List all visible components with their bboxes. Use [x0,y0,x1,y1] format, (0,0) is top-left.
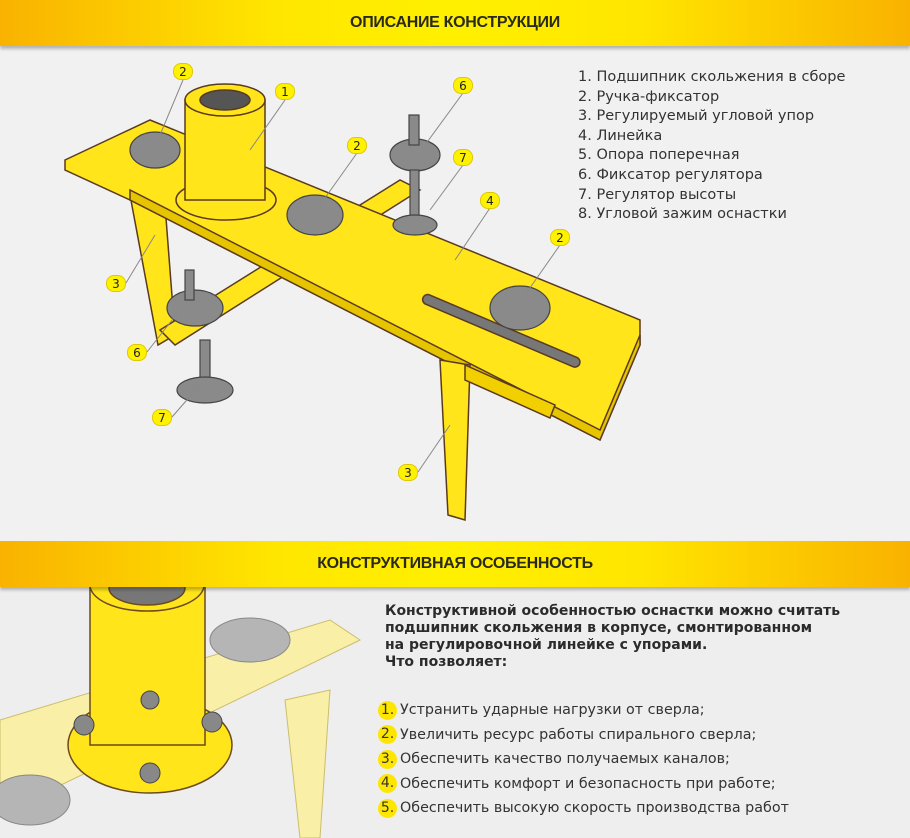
callout-1: 1 [275,83,295,100]
benefit-item: 3.Обеспечить качество получаемых каналов… [378,747,789,772]
benefit-item: 5.Обеспечить высокую скорость производст… [378,796,789,821]
callout-2: 2 [550,229,570,246]
desc-line: на регулировочной линейке с упорами. [385,637,708,653]
legend-item: 7. Регулятор высоты [578,186,737,203]
benefit-text: Устранить ударные нагрузки от сверла; [400,702,705,718]
legend-item: 8. Угловой зажим оснастки [578,206,787,223]
benefit-number: 1. [378,700,397,720]
parts-legend: 1. Подшипник скольжения в сборе 2. Ручка… [578,68,845,225]
callout-6: 6 [127,344,147,361]
callout-7: 7 [152,409,172,426]
callout-4: 4 [480,192,500,209]
feature-description: Конструктивной особенностью оснастки мож… [385,603,840,671]
jig-diagram [64,79,641,521]
section-header-description: ОПИСАНИЕ КОНСТРУКЦИИ [0,0,910,46]
benefit-text: Обеспечить высокую скорость производства… [400,800,789,816]
legend-item: 2. Ручка-фиксатор [578,88,720,105]
callout-2: 2 [173,63,193,80]
legend-item: 3. Регулируемый угловой упор [578,108,815,125]
benefit-number: 3. [378,749,397,769]
benefit-number: 4. [378,774,397,794]
knobs [129,114,551,404]
benefit-number: 2. [378,725,397,745]
benefit-text: Увеличить ресурс работы спирального свер… [400,726,757,743]
callout-6: 6 [453,77,473,94]
callout-3: 3 [106,275,126,292]
benefit-item: 2.Увеличить ресурс работы спирального св… [378,723,789,748]
callout-7: 7 [453,149,473,166]
desc-line: Конструктивной особенностью оснастки мож… [385,603,841,619]
benefit-item: 1.Устранить ударные нагрузки от сверла; [378,698,789,723]
callout-2: 2 [347,137,367,154]
leader-lines [125,79,561,473]
callout-3: 3 [398,464,418,481]
benefit-item: 4.Обеспечить комфорт и безопасность при … [378,772,789,797]
desc-line: подшипник скольжения в корпусе, смонтиро… [385,620,813,636]
legend-item: 4. Линейка [578,127,663,144]
section-header-feature: КОНСТРУКТИВНАЯ ОСОБЕННОСТЬ [0,541,910,587]
benefit-number: 5. [378,798,397,818]
benefit-text: Обеспечить качество получаемых каналов; [400,751,730,767]
benefit-text: Обеспечить комфорт и безопасность при ра… [400,775,776,792]
legend-item: 1. Подшипник скольжения в сборе [578,69,846,85]
benefits-list: 1.Устранить ударные нагрузки от сверла; … [378,698,789,821]
legend-item: 6. Фиксатор регулятора [578,166,763,183]
angle-stop-right [439,359,471,521]
desc-line: Что позволяет: [385,654,508,670]
legend-item: 5. Опора поперечная [578,147,740,164]
